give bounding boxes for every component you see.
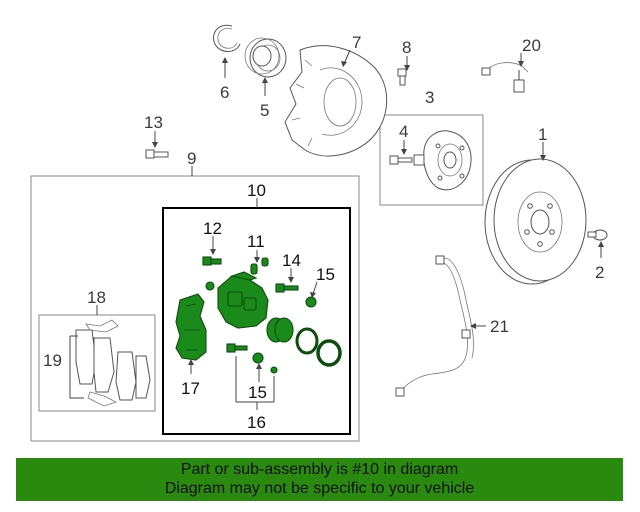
callout-12: 12 bbox=[203, 219, 222, 238]
callout-20: 20 bbox=[522, 36, 541, 55]
banner-line-2: Diagram may not be specific to your vehi… bbox=[164, 480, 475, 497]
dust-boot[interactable] bbox=[316, 339, 342, 367]
callout-2: 2 bbox=[595, 263, 604, 282]
callout-9: 9 bbox=[187, 149, 196, 168]
callout-14: 14 bbox=[282, 251, 301, 270]
callout-8: 8 bbox=[402, 38, 411, 57]
callout-15-lower: 15 bbox=[248, 383, 267, 402]
callout-10: 10 bbox=[247, 181, 266, 200]
seal-part-15-upper[interactable] bbox=[305, 296, 317, 308]
screw-part-2[interactable] bbox=[587, 229, 608, 241]
callout-21: 21 bbox=[490, 317, 509, 336]
callout-4: 4 bbox=[399, 122, 408, 141]
caliper-body[interactable] bbox=[205, 271, 269, 329]
banner-line-1: Part or sub-assembly is #10 in diagram bbox=[180, 461, 459, 478]
dust-shield-part-7[interactable] bbox=[284, 45, 388, 157]
caliper-bracket-part-17[interactable] bbox=[175, 293, 207, 361]
callout-6: 6 bbox=[220, 83, 229, 102]
bolt-part-13[interactable] bbox=[145, 149, 169, 159]
brake-pad-set-part-19[interactable] bbox=[75, 319, 151, 407]
callout-16: 16 bbox=[247, 413, 266, 432]
seal-part-15-lower[interactable] bbox=[252, 352, 278, 374]
callout-19: 19 bbox=[43, 351, 62, 370]
bolt-part-16[interactable] bbox=[226, 343, 248, 353]
callout-7: 7 bbox=[352, 33, 361, 52]
bolt-part-12[interactable] bbox=[202, 256, 222, 266]
bolt-part-8[interactable] bbox=[397, 68, 407, 86]
guide-boot-part-11[interactable] bbox=[250, 257, 269, 275]
caliper-piston[interactable] bbox=[266, 317, 294, 343]
callout-5: 5 bbox=[260, 101, 269, 120]
speed-sensor-part-20[interactable] bbox=[481, 62, 529, 93]
callout-1: 1 bbox=[538, 125, 547, 144]
callout-11: 11 bbox=[247, 232, 265, 251]
group-3-frame bbox=[379, 114, 484, 206]
group-9-frame bbox=[30, 175, 360, 442]
callout-3: 3 bbox=[425, 88, 434, 107]
hub-bolt-part-4[interactable] bbox=[389, 155, 413, 165]
wheel-hub-part-3[interactable] bbox=[413, 130, 472, 191]
callout-13: 13 bbox=[144, 113, 163, 132]
snap-ring-part-6[interactable] bbox=[213, 24, 241, 52]
wheel-bearing-part-5[interactable] bbox=[244, 37, 287, 78]
guide-pin-part-14[interactable] bbox=[275, 283, 299, 293]
callout-18: 18 bbox=[87, 288, 106, 307]
piston-seal[interactable] bbox=[295, 327, 319, 355]
callout-17: 17 bbox=[181, 379, 200, 398]
callout-15-upper: 15 bbox=[316, 265, 335, 284]
info-banner: Part or sub-assembly is #10 in diagram D… bbox=[16, 458, 623, 501]
brake-rotor-part-1[interactable] bbox=[484, 158, 587, 285]
sensor-wire-part-21[interactable] bbox=[395, 255, 474, 397]
